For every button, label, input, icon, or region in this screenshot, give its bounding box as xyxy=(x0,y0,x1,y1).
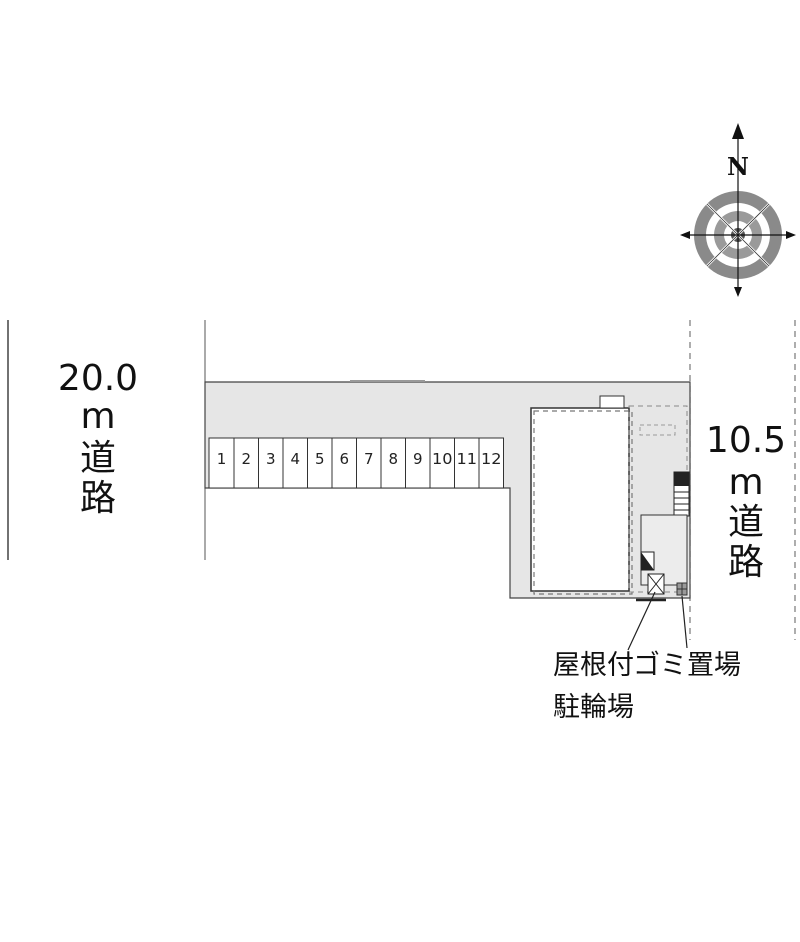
lower-structure xyxy=(640,514,688,586)
parking-space xyxy=(380,437,406,489)
east-road-unit: m xyxy=(728,462,763,503)
parking-space-number: 9 xyxy=(413,450,423,468)
garbage-leader xyxy=(681,595,688,649)
west-road-unit: m xyxy=(80,396,115,437)
bike-leader xyxy=(627,591,656,651)
bike-label-2: 駐輪場 xyxy=(553,692,634,723)
building-protrusion xyxy=(599,395,625,409)
building xyxy=(530,395,690,595)
parking-space xyxy=(478,437,504,489)
parking-space-number: 4 xyxy=(290,450,300,468)
parking-space xyxy=(429,437,455,489)
parking-space xyxy=(307,437,333,489)
parking-space-number: 3 xyxy=(266,450,276,468)
parking-space xyxy=(454,437,480,489)
west-road-label: 20.0 m 道 路 xyxy=(58,358,138,519)
parking-space-number: 1 xyxy=(217,450,227,468)
stair-small-fill xyxy=(641,552,654,570)
parking-space xyxy=(405,437,431,489)
corridor-segment xyxy=(639,424,676,436)
parking-space xyxy=(258,437,284,489)
east-road-name-1: 道 xyxy=(728,502,764,543)
parking-space-number: 6 xyxy=(339,450,349,468)
west-road-name-2: 路 xyxy=(80,478,116,519)
parking-space-number: 12 xyxy=(481,450,502,468)
west-road-name-1: 道 xyxy=(80,438,116,479)
garbage-area xyxy=(676,582,688,596)
garbage-label: ゴミ置場 xyxy=(633,650,741,681)
bike-label-1: 屋根付 xyxy=(553,650,634,681)
parking-space-number: 8 xyxy=(388,450,398,468)
parking-space xyxy=(233,437,259,489)
parking-space-number: 2 xyxy=(241,450,251,468)
parking-space-number: 7 xyxy=(364,450,374,468)
west-road-width: 20.0 xyxy=(58,358,138,399)
parking-space xyxy=(331,437,357,489)
parking-space-number: 11 xyxy=(457,450,478,468)
parking-space-number: 5 xyxy=(315,450,325,468)
east-road-width: 10.5 xyxy=(706,420,786,461)
building-outline-dashed xyxy=(533,410,633,595)
compass-north-label: N xyxy=(727,152,749,181)
bike-parking xyxy=(647,573,665,595)
east-road-label: 10.5 m 道 路 xyxy=(706,420,786,583)
stairs xyxy=(673,471,690,517)
building-main xyxy=(530,407,630,592)
compass-rose-icon: N xyxy=(680,123,796,297)
east-road-name-2: 路 xyxy=(728,542,764,583)
parking-space xyxy=(356,437,382,489)
parking-space-number: 10 xyxy=(432,450,453,468)
